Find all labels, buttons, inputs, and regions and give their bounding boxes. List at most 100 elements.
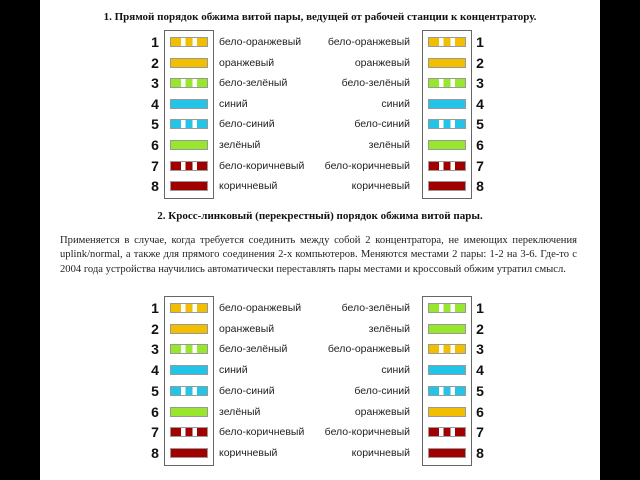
wire-color-swatch-left (170, 78, 208, 89)
wire-label-right: коричневый (351, 180, 410, 193)
pin-number-right: 8 (476, 178, 484, 195)
wire-label-right: синий (381, 97, 410, 110)
pin-number-left: 4 (151, 362, 159, 379)
wire-color-swatch-right (428, 78, 466, 89)
pin-number-left: 4 (151, 95, 159, 112)
document-page: 1. Прямой порядок обжима витой пары, вед… (40, 0, 600, 480)
pin-row: 7 бело-коричневый бело-коричневый 7 (144, 422, 520, 442)
pin-number-right: 6 (476, 137, 484, 153)
pin-number-left: 3 (151, 75, 159, 92)
wire-color-swatch-left (170, 447, 208, 458)
pin-row: 5 бело-синий бело-синий 5 (144, 381, 520, 401)
wire-label-right: синий (381, 364, 410, 377)
wire-color-swatch-right (428, 323, 466, 334)
wire-label-right: зелёный (368, 322, 410, 335)
wire-label-left: бело-зелёный (219, 77, 288, 90)
wire-color-swatch-left (170, 385, 208, 396)
wire-color-swatch-left (170, 323, 208, 334)
wire-label-right: бело-зелёный (341, 302, 410, 314)
pin-number-right: 1 (476, 34, 484, 50)
wire-label-right: коричневый (351, 446, 410, 459)
pin-row: 6 зелёный зелёный 6 (144, 135, 520, 155)
pin-number-right: 5 (476, 382, 484, 399)
wire-label-left: бело-коричневый (219, 159, 305, 172)
pin-number-left: 8 (151, 178, 159, 195)
left-black-border (0, 0, 40, 480)
pin-number-left: 1 (151, 300, 159, 316)
wire-color-swatch-right (428, 140, 466, 150)
pin-row: 4 синий синий 4 (144, 94, 520, 114)
pin-number-right: 3 (476, 341, 484, 358)
wire-label-left: оранжевый (219, 56, 275, 69)
pin-number-right: 4 (476, 95, 484, 112)
pin-number-right: 6 (476, 403, 484, 420)
wire-color-swatch-right (428, 303, 466, 313)
wire-label-left: зелёный (219, 139, 261, 151)
pin-number-left: 1 (151, 34, 159, 50)
pin-number-left: 5 (151, 116, 159, 133)
wire-label-left: бело-синий (219, 384, 275, 397)
pin-number-right: 3 (476, 75, 484, 92)
wire-color-swatch-right (428, 427, 466, 438)
wire-label-left: бело-синий (219, 118, 275, 131)
wire-label-right: бело-синий (354, 384, 410, 397)
wire-label-left: бело-оранжевый (219, 302, 302, 314)
wire-label-left: оранжевый (219, 322, 275, 335)
pin-number-right: 8 (476, 444, 484, 461)
wire-label-left: бело-зелёный (219, 343, 288, 356)
wire-color-swatch-right (428, 344, 466, 355)
wire-label-right: бело-коричневый (324, 426, 410, 439)
pin-number-left: 6 (151, 403, 159, 420)
wire-label-right: бело-синий (354, 118, 410, 131)
pin-number-left: 6 (151, 137, 159, 153)
wire-color-swatch-left (170, 119, 208, 130)
wire-color-swatch-right (428, 181, 466, 192)
wire-color-swatch-left (170, 344, 208, 355)
wire-label-left: бело-оранжевый (219, 36, 302, 48)
pin-row: 6 зелёный оранжевый 6 (144, 402, 520, 422)
pin-number-left: 7 (151, 424, 159, 441)
heading-crossover-crimp: 2. Кросс-линковый (перекрестный) порядок… (157, 210, 483, 222)
wire-color-swatch-right (428, 98, 466, 109)
pin-number-right: 7 (476, 424, 484, 441)
pin-number-right: 2 (476, 54, 484, 71)
wire-color-swatch-right (428, 365, 466, 376)
wire-color-swatch-left (170, 303, 208, 313)
crossover-description: Применяется в случае, когда требуется со… (60, 235, 577, 275)
wire-label-left: синий (219, 97, 248, 110)
wire-color-swatch-left (170, 427, 208, 438)
pin-row: 5 бело-синий бело-синий 5 (144, 114, 520, 134)
pin-row: 8 коричневый коричневый 8 (144, 443, 520, 463)
wire-color-swatch-left (170, 37, 208, 47)
wire-color-swatch-right (428, 385, 466, 396)
wire-color-swatch-left (170, 160, 208, 171)
wire-label-right: бело-оранжевый (327, 36, 410, 48)
wire-label-right: зелёный (368, 139, 410, 151)
wire-label-left: зелёный (219, 405, 261, 418)
right-black-border (600, 0, 640, 480)
wire-label-right: оранжевый (354, 56, 410, 69)
wire-label-left: коричневый (219, 446, 278, 459)
wire-color-swatch-right (428, 447, 466, 458)
wire-label-right: бело-оранжевый (327, 343, 410, 356)
wire-color-swatch-left (170, 406, 208, 417)
wire-color-swatch-right (428, 119, 466, 130)
wire-color-swatch-right (428, 160, 466, 171)
pin-number-left: 5 (151, 382, 159, 399)
pin-number-left: 7 (151, 157, 159, 174)
wire-label-right: оранжевый (354, 405, 410, 418)
pin-number-left: 8 (151, 444, 159, 461)
wire-color-swatch-right (428, 37, 466, 47)
pin-number-right: 5 (476, 116, 484, 133)
pin-number-right: 2 (476, 320, 484, 337)
wire-label-right: бело-коричневый (324, 159, 410, 172)
wire-label-left: бело-коричневый (219, 426, 305, 439)
pin-number-right: 4 (476, 362, 484, 379)
